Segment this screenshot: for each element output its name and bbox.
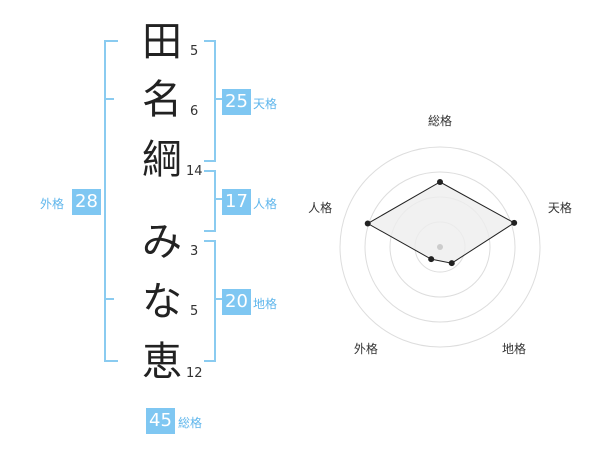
gaikaku-value: 28 bbox=[72, 189, 101, 215]
soukaku-value: 45 bbox=[146, 408, 175, 434]
tenkaku-value: 25 bbox=[222, 89, 251, 115]
name-char-3: 綱 bbox=[142, 137, 182, 183]
radar-axis-label-4: 外格 bbox=[354, 341, 378, 356]
stroke-count-5: 5 bbox=[190, 304, 199, 319]
chikaku-connector bbox=[214, 298, 224, 300]
radar-ring-4 bbox=[339, 146, 541, 348]
tenkaku-label: 天格 bbox=[253, 97, 278, 111]
stroke-count-1: 5 bbox=[190, 44, 199, 59]
radar-point-1 bbox=[437, 179, 443, 185]
jinkaku-value: 17 bbox=[222, 189, 251, 215]
name-char-1: 田 bbox=[142, 19, 182, 65]
radar-axis-label-3: 地格 bbox=[502, 341, 526, 356]
name-char-4: み bbox=[142, 219, 182, 265]
radar-axis-label-5: 人格 bbox=[308, 200, 332, 215]
chikaku-bracket bbox=[204, 240, 216, 362]
radar-series-area bbox=[366, 181, 516, 264]
name-char-2: 名 bbox=[142, 77, 182, 123]
radar-ring-3 bbox=[364, 171, 516, 323]
radar-point-3 bbox=[448, 260, 455, 267]
stroke-count-6: 12 bbox=[186, 366, 203, 381]
tenkaku-bracket bbox=[204, 40, 216, 162]
radar-axis-label-1: 総格 bbox=[428, 113, 452, 128]
jinkaku-connector bbox=[214, 198, 224, 200]
jinkaku-label: 人格 bbox=[253, 197, 278, 211]
name-char-6: 恵 bbox=[142, 339, 182, 385]
chikaku-value: 20 bbox=[222, 289, 251, 315]
soukaku-label: 総格 bbox=[178, 416, 203, 430]
name-char-5: な bbox=[142, 279, 182, 325]
radar-point-2 bbox=[511, 219, 518, 226]
radar-point-5 bbox=[364, 220, 371, 227]
radar-axis-label-2: 天格 bbox=[548, 200, 572, 215]
tenkaku-connector bbox=[214, 98, 224, 100]
radar-center-dot bbox=[437, 244, 443, 250]
stroke-count-2: 6 bbox=[190, 104, 199, 119]
stroke-count-4: 3 bbox=[190, 244, 199, 259]
chikaku-label: 地格 bbox=[253, 297, 278, 311]
jinkaku-bracket bbox=[204, 170, 216, 232]
gaikaku-label: 外格 bbox=[40, 197, 65, 211]
stroke-count-3: 14 bbox=[186, 164, 203, 179]
radar-point-4 bbox=[428, 256, 435, 263]
